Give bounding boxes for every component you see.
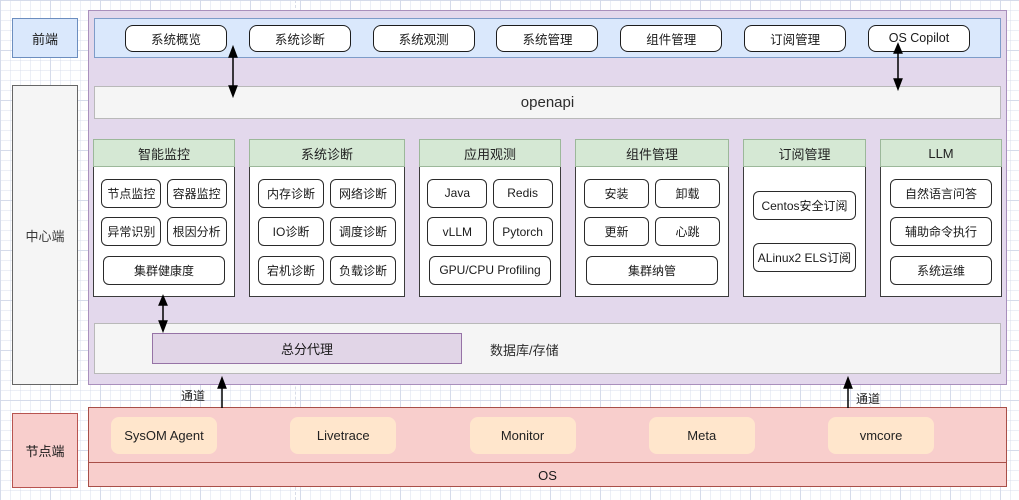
storage-bar: 总分代理 数据库/存储 [94, 323, 1001, 374]
diagram-node: 网络诊断 [330, 178, 396, 208]
diagram-node: 异常识别 [101, 217, 162, 246]
diagram-node: ALinux2 ELS订阅 [753, 242, 856, 272]
column-llm: LLM 自然语言问答 辅助命令执行 系统运维 [880, 139, 1002, 297]
diagram-node: Pytorch [492, 217, 553, 246]
column-header: 订阅管理 [743, 139, 866, 167]
column-header: 智能监控 [93, 139, 235, 167]
diagram-node: IO诊断 [258, 217, 324, 246]
diagram-node: 宕机诊断 [258, 255, 324, 285]
diagram-node: Redis [492, 178, 553, 208]
frontend-tabs-strip: 系统概览 系统诊断 系统观测 系统管理 组件管理 订阅管理 OS Copilot [94, 18, 1001, 58]
diagram-node: 自然语言问答 [889, 178, 993, 208]
diagram-node: 内存诊断 [258, 178, 324, 208]
tab-os-copilot: OS Copilot [867, 24, 970, 52]
diagram-node: 负载诊断 [330, 255, 396, 285]
column-app-observation: 应用观测 Java Redis vLLM Pytorch GPU/CPU Pro… [419, 139, 561, 297]
tab-system-observation: 系统观测 [372, 24, 475, 52]
agent-meta: Meta [648, 416, 755, 454]
layer-label-frontend: 前端 [12, 18, 78, 58]
os-layer: OS [89, 462, 1006, 487]
agent-monitor: Monitor [469, 416, 576, 454]
column-body: 安装 卸载 更新 心跳 集群纳管 [575, 167, 729, 297]
diagram-node: 集群健康度 [103, 255, 225, 285]
column-body: 自然语言问答 辅助命令执行 系统运维 [880, 167, 1002, 297]
diagram-node: vLLM [427, 217, 488, 246]
column-component-management: 组件管理 安装 卸载 更新 心跳 集群纳管 [575, 139, 729, 297]
channel-label-left: 通道 [181, 389, 206, 403]
layer-label-node: 节点端 [12, 413, 78, 488]
column-header: 组件管理 [575, 139, 729, 167]
agent-sysom: SysOM Agent [111, 416, 217, 454]
diagram-node: 节点监控 [101, 178, 162, 208]
diagram-node: 卸载 [654, 178, 721, 208]
column-body: Centos安全订阅 ALinux2 ELS订阅 [743, 167, 866, 297]
diagram-node: 辅助命令执行 [889, 217, 993, 246]
openapi-bar: openapi [94, 86, 1001, 119]
layer-label-text: 中心端 [25, 228, 65, 244]
tab-subscription-management: 订阅管理 [744, 24, 847, 52]
diagram-node: 调度诊断 [330, 217, 396, 246]
layer-label-text: 节点端 [25, 444, 65, 459]
storage-label: 数据库/存储 [490, 343, 559, 358]
column-header: 系统诊断 [249, 139, 405, 167]
column-body: 内存诊断 网络诊断 IO诊断 调度诊断 宕机诊断 负载诊断 [249, 167, 405, 297]
column-body: Java Redis vLLM Pytorch GPU/CPU Profilin… [419, 167, 561, 297]
diagram-node: 集群纳管 [586, 255, 718, 285]
tab-system-diagnosis: 系统诊断 [248, 24, 351, 52]
central-container: 系统概览 系统诊断 系统观测 系统管理 组件管理 订阅管理 OS Copilot… [88, 10, 1007, 385]
channel-label-right: 通道 [856, 392, 881, 406]
column-subscription-management: 订阅管理 Centos安全订阅 ALinux2 ELS订阅 [743, 139, 866, 297]
node-container: SysOM Agent Livetrace Monitor Meta vmcor… [88, 407, 1007, 487]
layer-label-center: 中心端 [12, 85, 78, 385]
diagram-node: 更新 [583, 217, 650, 246]
layer-label-text: 前端 [31, 31, 58, 47]
column-header: LLM [880, 139, 1002, 167]
tab-system-management: 系统管理 [496, 24, 599, 52]
column-header: 应用观测 [419, 139, 561, 167]
diagram-node: 系统运维 [889, 255, 993, 285]
diagram-node: 心跳 [654, 217, 721, 246]
diagram-node: GPU/CPU Profiling [429, 255, 551, 285]
proxy-node: 总分代理 [152, 333, 462, 364]
column-intelligent-monitoring: 智能监控 节点监控 容器监控 异常识别 根因分析 集群健康度 [93, 139, 235, 297]
column-body: 节点监控 容器监控 异常识别 根因分析 集群健康度 [93, 167, 235, 297]
diagram-node: 根因分析 [166, 217, 227, 246]
agent-livetrace: Livetrace [290, 416, 397, 454]
diagram-node: Centos安全订阅 [753, 191, 856, 221]
column-system-diagnosis: 系统诊断 内存诊断 网络诊断 IO诊断 调度诊断 宕机诊断 负载诊断 [249, 139, 405, 297]
tab-system-overview: 系统概览 [125, 24, 227, 52]
capability-columns: 智能监控 节点监控 容器监控 异常识别 根因分析 集群健康度 系统诊断 内存诊断… [93, 139, 1002, 297]
diagram-node: 安装 [583, 178, 650, 208]
agent-vmcore: vmcore [828, 416, 934, 454]
diagram-node: Java [427, 178, 488, 208]
diagram-node: 容器监控 [166, 178, 227, 208]
agents-row: SysOM Agent Livetrace Monitor Meta vmcor… [89, 408, 1006, 462]
tab-component-management: 组件管理 [620, 24, 723, 52]
